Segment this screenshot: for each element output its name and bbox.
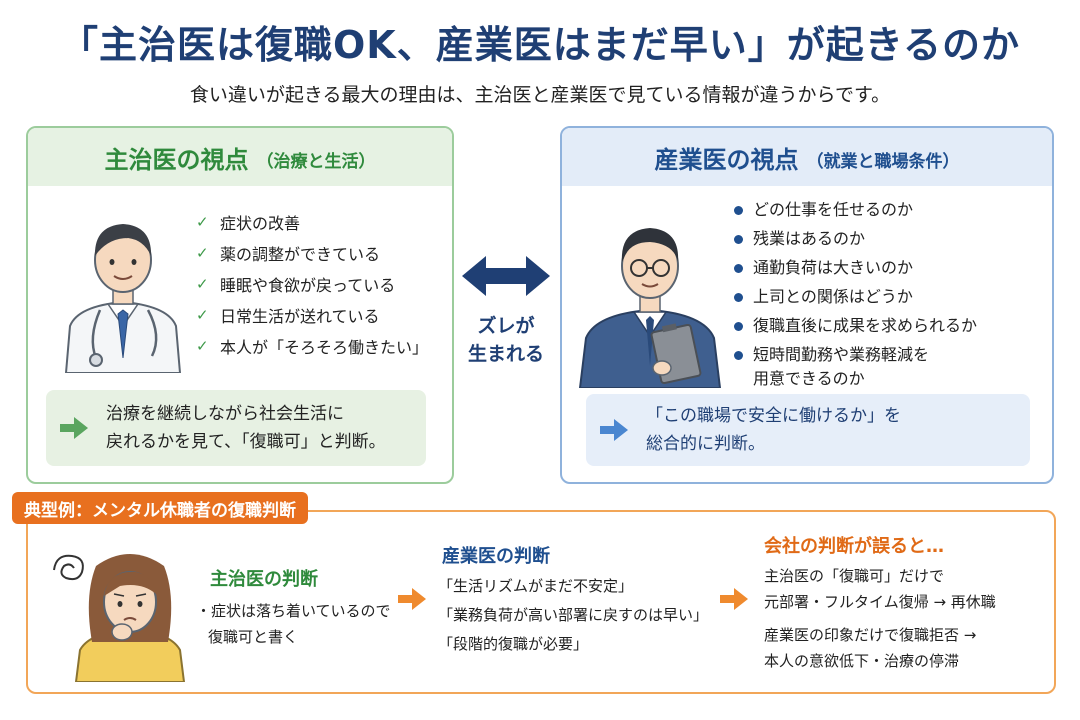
list-item: 通勤負荷は大きいのか: [734, 256, 977, 285]
conclusion-line: 総合的に判断。: [646, 434, 765, 454]
occupational-physician-illustration-icon: [578, 228, 722, 388]
attending-physician-heading: 主治医の視点: [104, 145, 249, 174]
bullet-icon: [734, 235, 743, 244]
company-case-2: 産業医の印象だけで復職拒否 → 本人の意欲低下・治療の停滞: [764, 626, 977, 670]
bullet-icon: [734, 351, 743, 360]
page-subtitle: 食い違いが起きる最大の理由は、主治医と産業医で見ている情報が違うからです。: [189, 84, 891, 106]
check-icon: ✓: [196, 274, 209, 293]
arrow-right-icon: [60, 417, 88, 439]
list-item: ✓症状の改善: [196, 212, 301, 233]
occupational-physician-subheading: （就業と職場条件）: [806, 151, 960, 172]
gp-judgment-heading: 主治医の判断: [210, 569, 318, 590]
list-item: ✓薬の調整ができている: [196, 243, 381, 264]
occupational-physician-heading: 産業医の視点: [654, 145, 799, 174]
worried-woman-illustration-icon: [53, 554, 186, 682]
conclusion-line: 「この職場で安全に働けるか」を: [646, 406, 901, 426]
bullet-icon: [734, 322, 743, 331]
list-item: 短時間勤務や業務軽減を用意できるのか: [734, 343, 977, 391]
op-judgment-heading: 産業医の判断: [442, 546, 550, 567]
occupational-physician-checklist: どの仕事を任せるのか 残業はあるのか 通勤負荷は大きいのか 上司との関係はどうか…: [734, 198, 977, 391]
doctor-illustration-icon: [64, 224, 182, 373]
double-arrow-icon: [462, 256, 550, 296]
company-judgment-heading: 会社の判断が誤ると…: [764, 536, 944, 557]
gp-judgment-text: ・症状は落ち着いているので 復職可と書く: [196, 602, 391, 646]
arrow-right-icon: [600, 419, 628, 441]
conclusion-line: 治療を継続しながら社会生活に: [106, 404, 344, 424]
list-item: どの仕事を任せるのか: [734, 198, 977, 227]
list-item: ✓本人が「そろそろ働きたい」: [196, 336, 429, 357]
arrow-right-icon: [720, 588, 748, 610]
attending-physician-subheading: （治療と生活）: [256, 151, 376, 172]
company-case-1: 主治医の「復職可」だけで 元部署・フルタイム復帰 → 再休職: [764, 567, 996, 611]
attending-physician-panel: 主治医の視点 （治療と生活） ✓症状の改善 ✓薬の調整ができている ✓睡眠や食欲…: [26, 126, 454, 484]
page-title: 「主治医は復職OK、産業医はまだ早い」が起きるのか: [60, 23, 1020, 67]
occupational-physician-panel-header: 産業医の視点 （就業と職場条件）: [562, 128, 1052, 186]
bullet-icon: [734, 293, 743, 302]
arrow-right-icon: [398, 588, 426, 610]
list-item: ✓睡眠や食欲が戻っている: [196, 274, 396, 295]
occupational-physician-conclusion: 「この職場で安全に働けるか」を 総合的に判断。: [586, 394, 1030, 466]
bullet-icon: [734, 264, 743, 273]
attending-physician-panel-header: 主治医の視点 （治療と生活）: [28, 128, 452, 186]
check-icon: ✓: [196, 305, 209, 324]
list-item: 上司との関係はどうか: [734, 285, 977, 314]
example-tag: 典型例：メンタル休職者の復職判断: [12, 492, 308, 524]
bullet-icon: [734, 206, 743, 215]
list-item: ✓日常生活が送れている: [196, 305, 380, 326]
gap-label: ズレが 生まれる: [467, 315, 544, 365]
list-item: 残業はあるのか: [734, 227, 977, 256]
attending-physician-checklist: ✓症状の改善 ✓薬の調整ができている ✓睡眠や食欲が戻っている ✓日常生活が送れ…: [196, 206, 428, 361]
check-icon: ✓: [196, 243, 209, 262]
occupational-physician-panel: 産業医の視点 （就業と職場条件） どの仕事を任せるのか 残業はあるのか 通勤負荷…: [560, 126, 1054, 484]
check-icon: ✓: [196, 212, 209, 231]
list-item: 復職直後に成果を求められるか: [734, 314, 977, 343]
conclusion-line: 戻れるかを見て、「復職可」と判断。: [106, 432, 386, 452]
example-panel: [26, 510, 1056, 694]
check-icon: ✓: [196, 336, 209, 355]
op-judgment-text: 「生活リズムがまだ不安定」 「業務負荷が高い部署に戻すのは早い」 「段階的復職が…: [438, 577, 709, 653]
attending-physician-conclusion: 治療を継続しながら社会生活に 戻れるかを見て、「復職可」と判断。: [46, 390, 426, 466]
